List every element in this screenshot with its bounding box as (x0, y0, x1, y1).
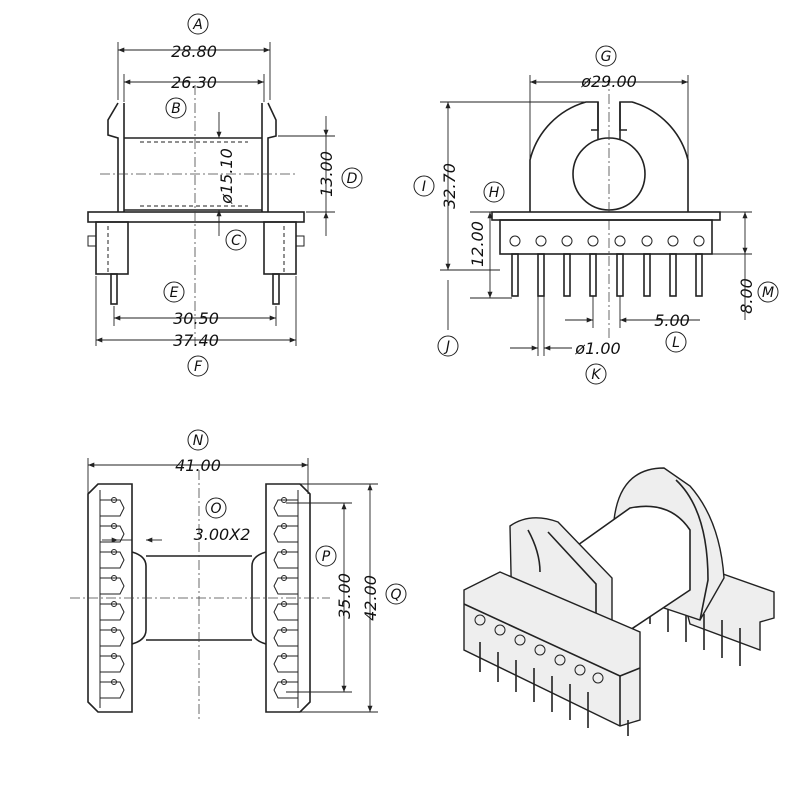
dim-C-text: ø15.10 (217, 148, 236, 205)
bubble-K: K (585, 363, 607, 385)
top-view: 41.00 3.00X2 35.00 42.00 (70, 456, 380, 720)
bubble-L: L (665, 331, 687, 353)
bubble-M: M (757, 281, 779, 303)
dim-G-text: ø29.00 (580, 72, 637, 91)
isometric-front-pins (474, 614, 629, 736)
svg-text:H: H (489, 185, 500, 201)
svg-text:I: I (422, 179, 426, 195)
svg-text:Q: Q (390, 587, 401, 603)
svg-text:G: G (601, 49, 612, 65)
svg-text:L: L (672, 335, 680, 351)
dim-M-text: 8.00 (737, 278, 756, 314)
top-view-left-pins (99, 490, 125, 708)
dim-L-text: 5.00 (654, 311, 690, 330)
bubble-B: B (165, 97, 187, 119)
dim-K-text: ø1.00 (574, 339, 620, 358)
svg-text:K: K (591, 367, 602, 383)
dim-N-text: 41.00 (175, 456, 221, 475)
svg-text:N: N (193, 433, 204, 449)
dim-A-text: 28.80 (171, 42, 217, 61)
bubble-Q: Q (385, 583, 407, 605)
svg-text:B: B (171, 101, 181, 117)
svg-text:P: P (322, 549, 331, 565)
bubble-N: N (187, 429, 209, 451)
side-view-pins (509, 235, 705, 297)
bubble-I: I (413, 175, 435, 197)
bubble-E: E (163, 281, 185, 303)
svg-text:M: M (762, 285, 774, 301)
letter-bubbles: A B C D E F G H I J K L M N O P Q (163, 13, 779, 605)
bubble-J: J (437, 335, 459, 357)
bubble-G: G (595, 45, 617, 67)
svg-text:D: D (347, 171, 358, 187)
svg-text:E: E (170, 285, 179, 301)
side-view: ø29.00 32.70 12.00 8.00 5.00 ø1.00 (440, 72, 756, 358)
bubble-D: D (341, 167, 363, 189)
front-view: 28.80 26.30 ø15.10 13.00 30.50 37.40 (87, 42, 336, 350)
dim-H-text: 12.00 (468, 221, 487, 267)
bubble-A: A (187, 13, 209, 35)
dim-O-text: 3.00X2 (194, 525, 251, 544)
dim-P-text: 35.00 (335, 573, 354, 619)
bubble-P: P (315, 545, 337, 567)
svg-text:C: C (231, 233, 241, 249)
dim-E-text: 30.50 (173, 309, 219, 328)
svg-text:F: F (194, 359, 203, 375)
svg-text:A: A (192, 17, 203, 33)
bubble-C: C (225, 229, 247, 251)
bubble-F: F (187, 355, 209, 377)
dim-B-text: 26.30 (171, 73, 217, 92)
dim-D-text: 13.00 (317, 151, 336, 197)
svg-text:O: O (210, 501, 221, 517)
top-view-right-pins (273, 490, 299, 708)
dim-Q-text: 42.00 (361, 575, 380, 621)
dim-F-text: 37.40 (173, 331, 219, 350)
dim-I-text: 32.70 (440, 163, 459, 209)
bubble-H: H (483, 181, 505, 203)
bubble-O: O (205, 497, 227, 519)
isometric-view (463, 467, 775, 736)
svg-text:J: J (443, 339, 450, 355)
